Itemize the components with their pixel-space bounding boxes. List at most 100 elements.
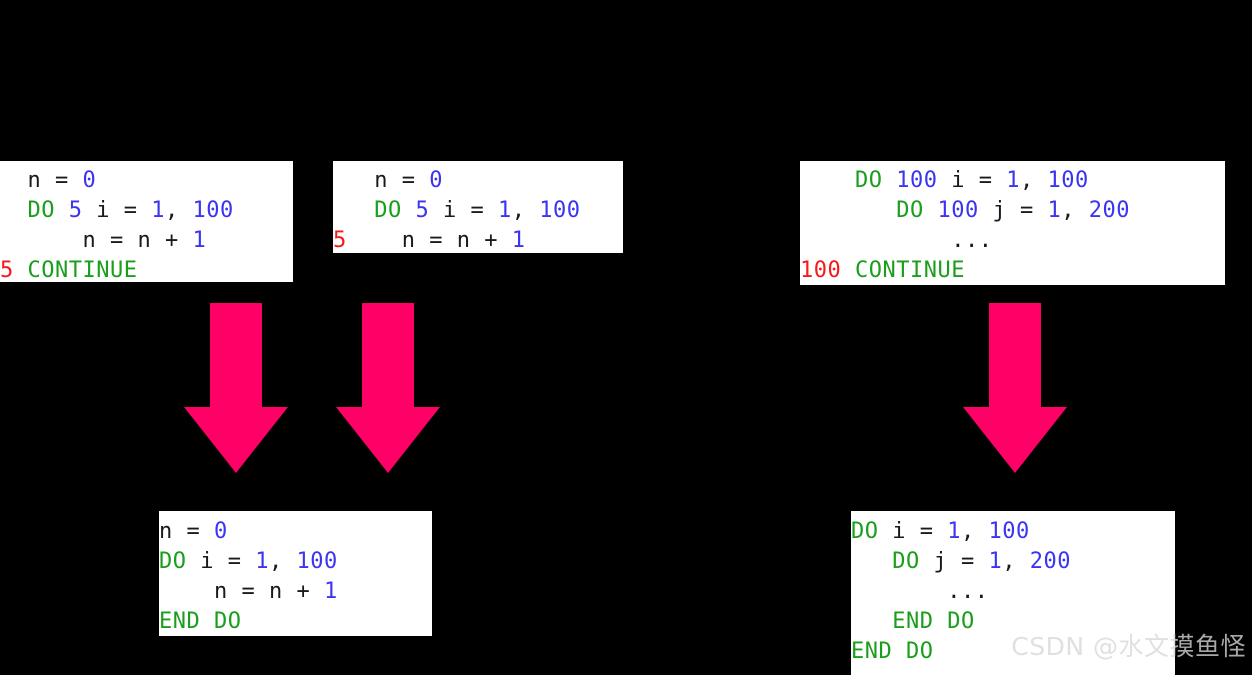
code-token-pln: i = <box>82 198 152 223</box>
code-token-pln: j = <box>978 198 1048 223</box>
code-token-pln <box>159 579 214 604</box>
down-arrow-icon-left <box>184 303 288 473</box>
code-token-pln <box>0 168 28 193</box>
code-token-pln: n = n + <box>213 579 324 604</box>
code-token-num: 1 <box>255 549 269 574</box>
code-token-pln: i = <box>186 549 256 574</box>
code-line: DO j = 1, 200 <box>851 547 1175 577</box>
code-token-num: 0 <box>213 519 228 544</box>
code-line: n = n + 1 <box>0 226 293 256</box>
code-token-kw: DO <box>27 198 69 223</box>
code-token-num: 0 <box>429 168 443 193</box>
code-block-modern-nested-do-end-do: DO i = 1, 100 DO j = 1, 200 ... END DO EN… <box>851 511 1175 675</box>
code-token-num: 200 <box>1088 198 1130 223</box>
code-token-num: 1 <box>151 198 165 223</box>
down-arrow-icon-middle <box>336 303 440 473</box>
code-token-pln <box>851 609 892 634</box>
code-token-kw: DO <box>854 168 897 193</box>
code-line: DO i = 1, 100 <box>159 547 432 577</box>
code-token-num: 5 <box>415 198 430 223</box>
code-token-pln: i = <box>429 198 498 223</box>
code-token-num: 100 <box>296 549 338 574</box>
code-token-lbl: 5 <box>0 258 14 283</box>
code-token-pln: n = <box>374 168 430 193</box>
code-token-pln: j = <box>919 549 989 574</box>
code-token-pln: , <box>164 198 193 223</box>
code-token-pln <box>800 198 896 223</box>
code-token-kw: DO <box>851 519 879 544</box>
code-token-pln: i = <box>937 168 1007 193</box>
code-token-pln: n = <box>27 168 83 193</box>
code-line: n = 0 <box>333 166 623 196</box>
code-token-pln: ... <box>951 228 993 253</box>
code-token-pln <box>851 579 947 604</box>
code-token-pln: , <box>511 198 540 223</box>
code-token-pln <box>333 198 374 223</box>
code-token-num: 1 <box>1006 168 1020 193</box>
code-token-pln <box>14 258 28 283</box>
code-line: 100 CONTINUE <box>800 256 1225 286</box>
code-token-num: 200 <box>1029 549 1071 574</box>
code-line: n = 0 <box>0 166 293 196</box>
code-line: n = 0 <box>159 517 432 547</box>
code-token-kw: DO <box>896 198 938 223</box>
code-line: ... <box>851 577 1175 607</box>
code-token-pln: n = n + <box>82 228 193 253</box>
code-token-lbl: 100 <box>800 258 842 283</box>
code-token-pln: , <box>268 549 297 574</box>
code-token-num: 1 <box>497 198 512 223</box>
code-line: DO 100 j = 1, 200 <box>800 196 1225 226</box>
code-token-pln: ... <box>947 579 989 604</box>
code-token-pln: , <box>1002 549 1030 574</box>
code-line: DO 5 i = 1, 100 <box>333 196 623 226</box>
code-token-pln <box>800 228 951 253</box>
code-token-kw: CONTINUE <box>855 258 965 283</box>
code-token-pln <box>800 168 855 193</box>
code-token-num: 1 <box>323 579 338 604</box>
code-token-pln <box>333 168 374 193</box>
code-token-pln <box>0 198 28 223</box>
code-token-num: 100 <box>1047 168 1089 193</box>
code-token-num: 1 <box>1047 198 1062 223</box>
code-token-num: 1 <box>511 228 526 253</box>
code-token-pln <box>851 549 892 574</box>
code-token-num: 5 <box>68 198 83 223</box>
code-token-num: 1 <box>192 228 207 253</box>
code-line: n = n + 1 <box>159 577 432 607</box>
code-token-kw: DO <box>374 198 416 223</box>
code-token-pln <box>841 258 855 283</box>
code-line: DO 5 i = 1, 100 <box>0 196 293 226</box>
code-token-pln <box>347 228 402 253</box>
down-arrow-icon-right <box>963 303 1067 473</box>
code-token-kw: DO <box>159 549 187 574</box>
code-token-pln: , <box>1019 168 1048 193</box>
code-token-kw: END DO <box>892 609 975 634</box>
code-token-num: 0 <box>82 168 97 193</box>
code-token-num: 1 <box>947 519 961 544</box>
code-token-kw: DO <box>892 549 920 574</box>
code-line: END DO <box>851 607 1175 637</box>
code-line: ... <box>800 226 1225 256</box>
code-line: 5 n = n + 1 <box>333 226 623 256</box>
code-token-num: 100 <box>988 519 1030 544</box>
code-token-pln: n = n + <box>401 228 512 253</box>
code-token-pln: n = <box>159 519 214 544</box>
code-line: DO 100 i = 1, 100 <box>800 166 1225 196</box>
code-token-kw: END DO <box>851 639 934 664</box>
code-line: END DO <box>851 637 1175 667</box>
code-token-num: 100 <box>896 168 938 193</box>
code-line: DO i = 1, 100 <box>851 517 1175 547</box>
code-token-num: 1 <box>988 549 1003 574</box>
code-line: 5 CONTINUE <box>0 256 293 286</box>
code-token-lbl: 5 <box>333 228 347 253</box>
code-token-num: 100 <box>192 198 234 223</box>
code-line: END DO <box>159 607 432 637</box>
code-token-pln: , <box>1061 198 1089 223</box>
code-block-shared-label-nested-do: DO 100 i = 1, 100 DO 100 j = 1, 200 ... 1… <box>800 161 1225 285</box>
code-token-kw: CONTINUE <box>27 258 138 283</box>
code-token-pln: i = <box>878 519 948 544</box>
code-token-pln: , <box>960 519 989 544</box>
